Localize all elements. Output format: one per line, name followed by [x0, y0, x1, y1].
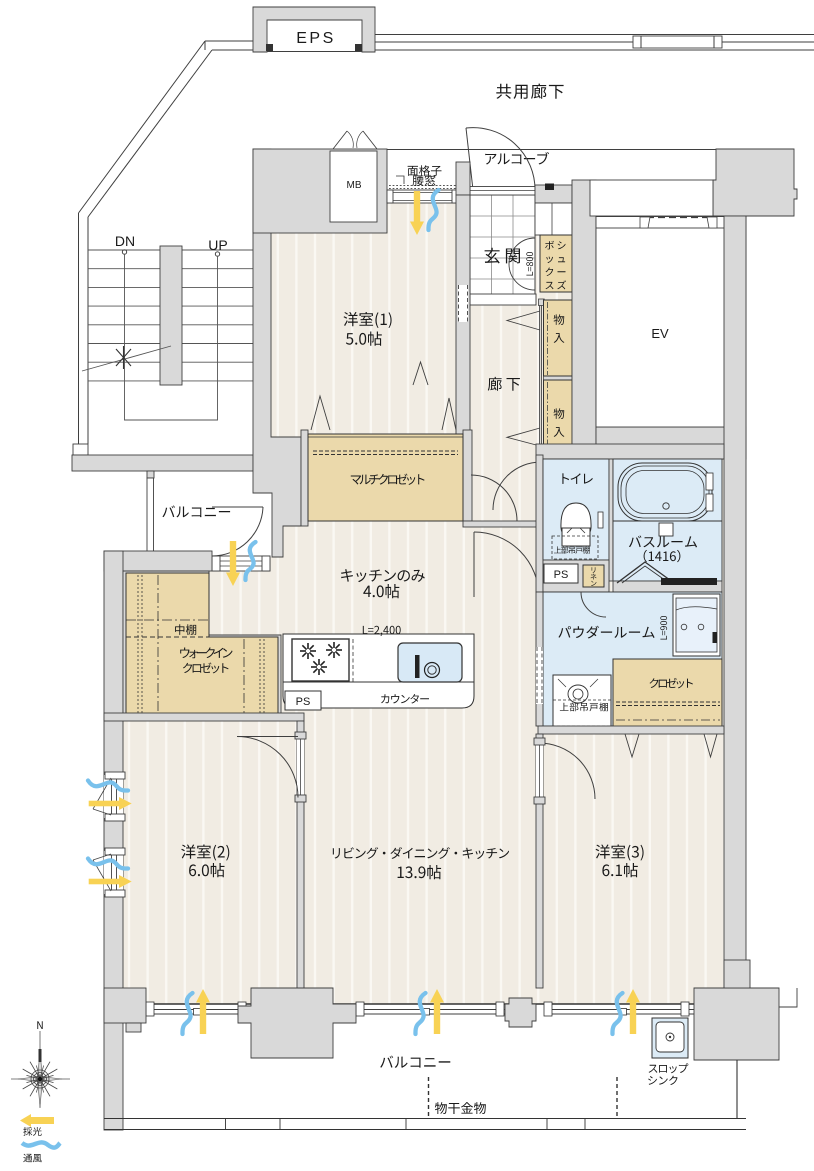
svg-text:EPS: EPS — [296, 30, 336, 47]
svg-text:DN: DN — [115, 233, 135, 249]
svg-text:UP: UP — [208, 237, 227, 253]
svg-text:MB: MB — [347, 180, 362, 191]
svg-text:PS: PS — [296, 696, 311, 708]
svg-text:EV: EV — [651, 326, 669, 341]
svg-text:PS: PS — [554, 569, 569, 581]
